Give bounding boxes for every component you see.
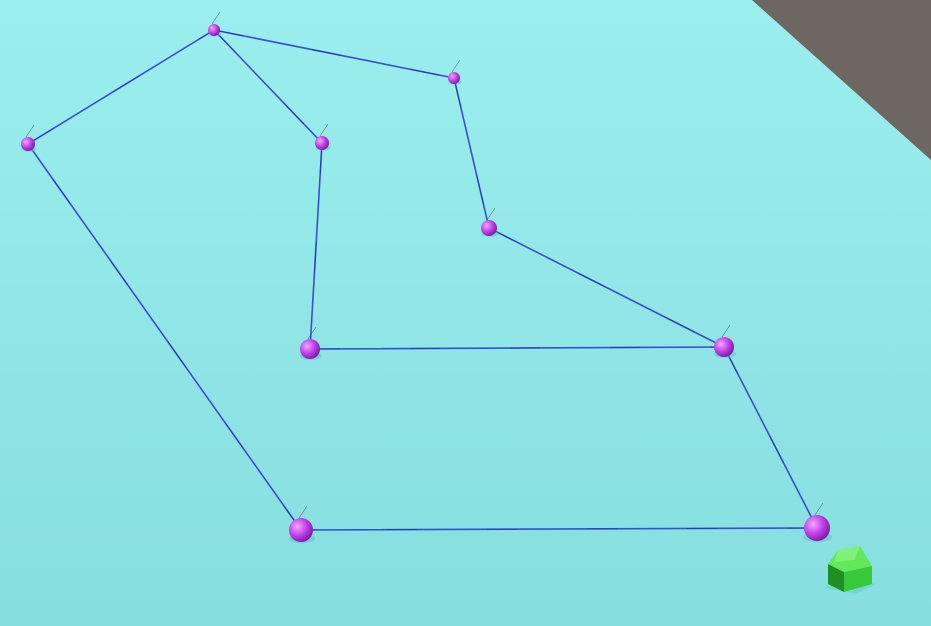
node-debug-tick	[814, 502, 824, 516]
house-agent-icon[interactable]	[824, 546, 876, 594]
node-debug-tick	[307, 326, 317, 340]
graph-edge-shade	[309, 346, 725, 350]
graph-edge-shade	[488, 227, 725, 348]
waypoint-sphere-icon[interactable]	[315, 136, 329, 150]
nodes-layer	[21, 24, 833, 544]
waypoint-sphere-icon[interactable]	[481, 220, 497, 236]
agent-side-face	[844, 566, 872, 592]
waypoint-sphere-icon[interactable]	[804, 515, 830, 541]
node-debug-tick	[451, 59, 461, 73]
node-debug-tick	[319, 123, 329, 137]
graph-edge-shade	[453, 77, 490, 229]
waypoint-sphere-icon[interactable]	[300, 339, 320, 359]
agent-front-face	[828, 564, 844, 592]
waypoint-sphere-icon[interactable]	[208, 24, 220, 36]
waypoint-sphere-icon[interactable]	[714, 337, 734, 357]
agent-roof-ridge	[834, 546, 860, 562]
graph-edge-shade	[213, 29, 455, 79]
graph-edge-shade	[309, 142, 323, 350]
graph-edge-n8-n0	[27, 143, 302, 531]
labels-layer	[25, 11, 824, 519]
node-debug-tick	[721, 324, 731, 338]
waypoint-sphere-icon[interactable]	[448, 72, 460, 84]
graph-edge-shade	[27, 29, 215, 145]
graph-edge-shade	[723, 346, 818, 529]
waypoint-sphere-icon[interactable]	[21, 137, 35, 151]
graph-edge-n7-n8	[300, 527, 818, 531]
backdrop-wall	[752, 0, 931, 160]
node-debug-tick	[486, 207, 496, 221]
graph-edge-shade	[213, 29, 323, 144]
waypoint-sphere-icon[interactable]	[289, 518, 313, 542]
node-debug-tick	[211, 11, 221, 25]
node-debug-tick	[25, 124, 35, 138]
edges-layer	[27, 29, 818, 531]
node-debug-tick	[298, 505, 308, 519]
